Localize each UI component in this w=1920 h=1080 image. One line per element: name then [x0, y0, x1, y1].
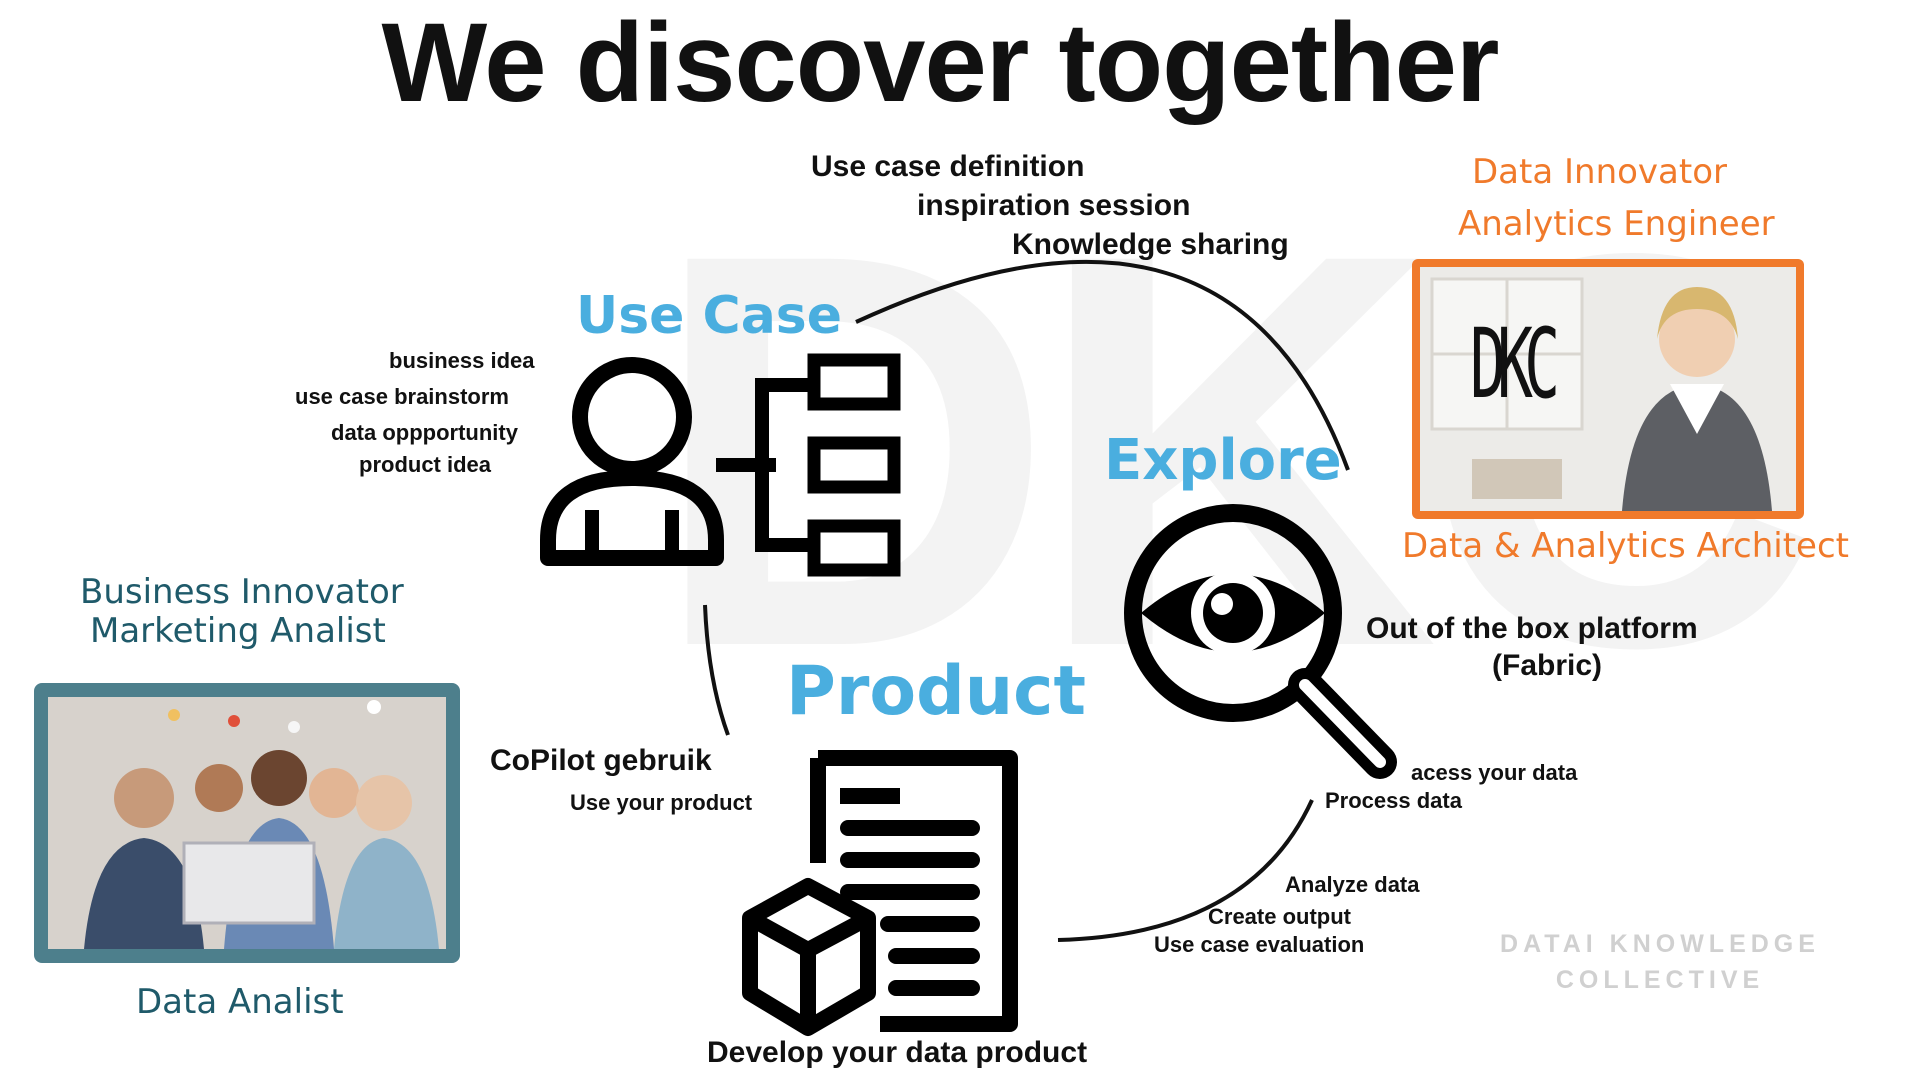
product-heading: Product [786, 652, 1086, 731]
create-output: Create output [1208, 904, 1351, 929]
business-innovator-label: Business Innovator [80, 572, 404, 612]
magnifier-eye-icon [1124, 504, 1397, 779]
platform-line2: (Fabric) [1492, 649, 1603, 682]
use-case-definition: Use case definition [811, 150, 1085, 183]
data-opportunity: data oppportunity [331, 420, 518, 445]
analyze-data: Analyze data [1285, 872, 1420, 897]
develop-data-product: Develop your data product [707, 1036, 1088, 1069]
platform-line1: Out of the box platform [1366, 612, 1698, 645]
page-title: We discover together [381, 0, 1500, 125]
access-your-data: acess your data [1411, 760, 1578, 785]
use-case-brainstorm: use case brainstorm [295, 384, 509, 409]
engineer-photo [1412, 259, 1804, 519]
data-analist-label: Data Analist [136, 982, 344, 1022]
collective-name-line1: DATAI KNOWLEDGE [1500, 930, 1820, 958]
process-data: Process data [1325, 788, 1462, 813]
analytics-engineer-label: Analytics Engineer [1458, 204, 1775, 244]
user-hierarchy-icon [540, 353, 901, 577]
inspiration-session: inspiration session [917, 189, 1191, 222]
explore-heading: Explore [1104, 428, 1342, 493]
data-innovator-label: Data Innovator [1472, 152, 1727, 192]
copilot-usage: CoPilot gebruik [490, 744, 712, 777]
data-analytics-architect-label: Data & Analytics Architect [1402, 526, 1849, 566]
business-idea: business idea [389, 348, 535, 373]
team-photo [34, 683, 460, 963]
data-product-icon [742, 750, 1018, 1036]
arc-top [855, 259, 1350, 471]
arc-left [703, 604, 730, 736]
use-case-evaluation: Use case evaluation [1154, 932, 1365, 957]
dkc-logo: DKC [1470, 308, 1560, 420]
use-your-product: Use your product [570, 790, 753, 815]
marketing-analist-label: Marketing Analist [90, 611, 386, 651]
collective-name-line2: COLLECTIVE [1555, 966, 1765, 994]
arc-bottom-right [1057, 799, 1314, 942]
product-idea: product idea [359, 452, 492, 477]
use-case-heading: Use Case [576, 286, 843, 346]
knowledge-sharing: Knowledge sharing [1012, 228, 1289, 261]
